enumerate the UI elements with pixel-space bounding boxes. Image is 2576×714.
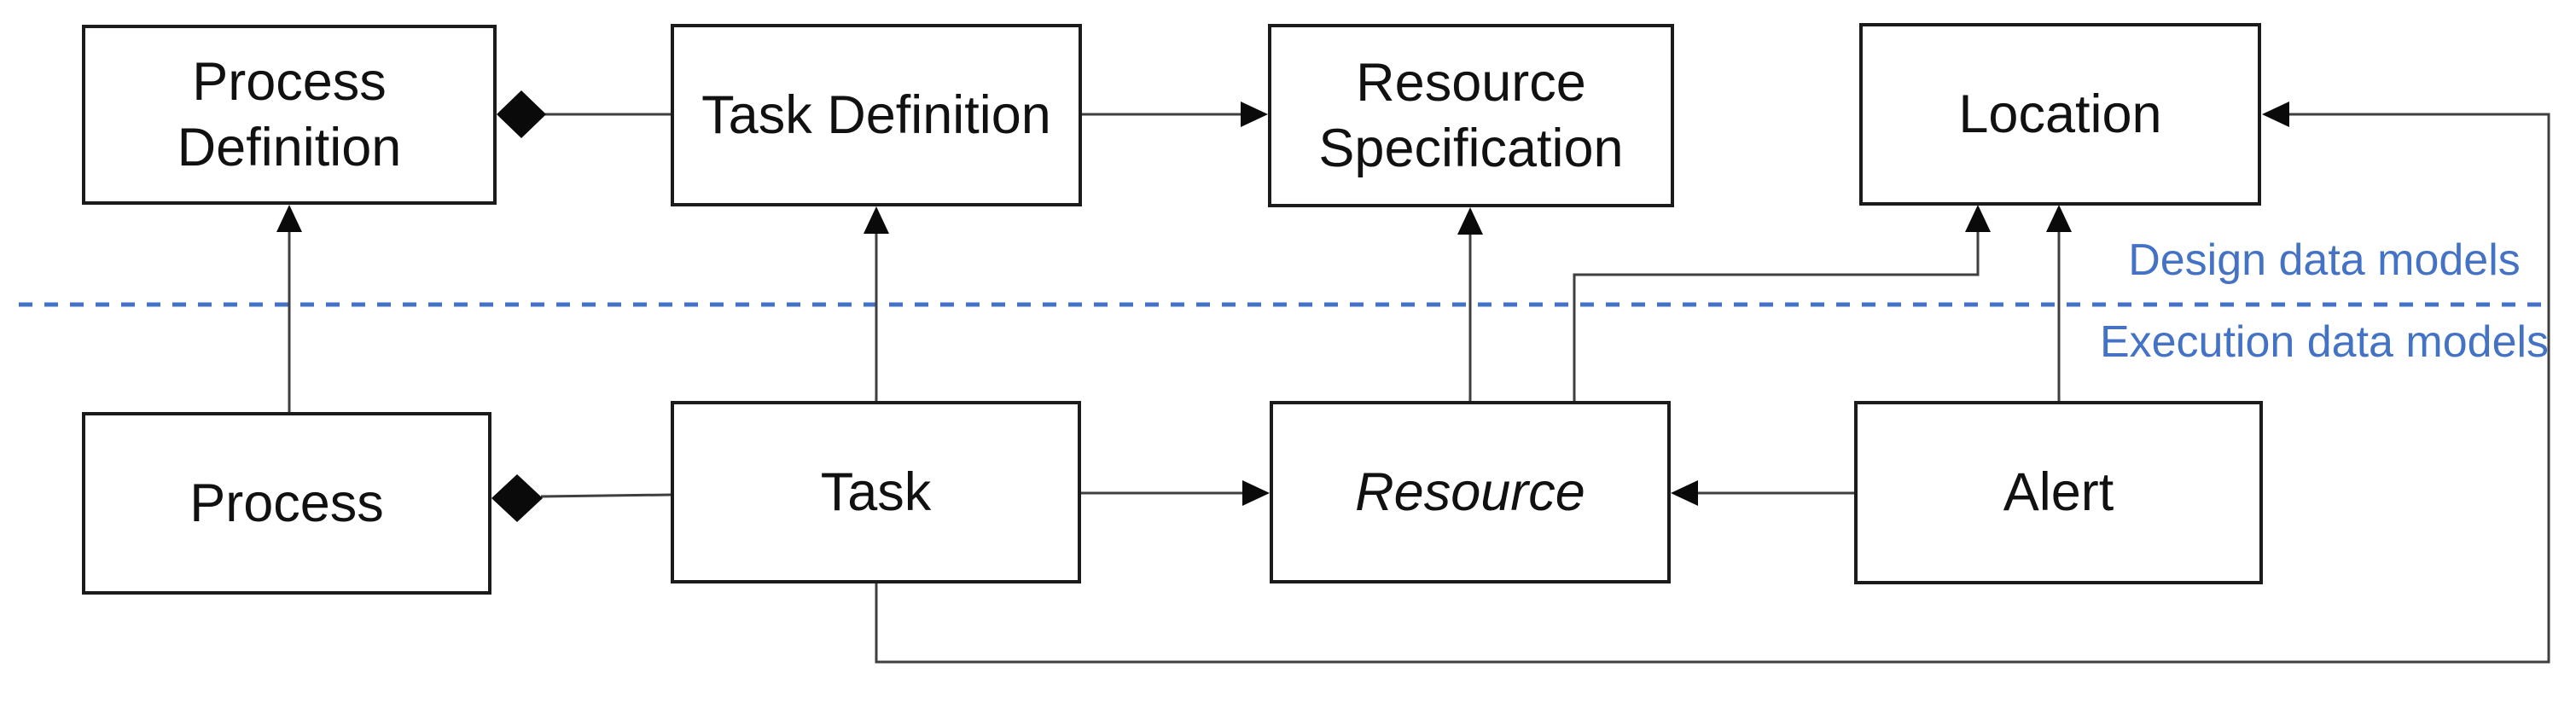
- node-process-definition: Process Definition: [82, 25, 497, 205]
- design-zone-label: Design data models: [2128, 235, 2521, 285]
- edge-task-to-process-aggregation: [491, 474, 672, 522]
- edge-task-definition-to-process-definition-aggregation: [497, 90, 671, 138]
- edge-task-to-location-loop: [875, 102, 2550, 664]
- execution-zone-label: Execution data models: [2099, 317, 2550, 367]
- edge-resource-to-resource-specification: [1457, 207, 1483, 401]
- edge-task-definition-to-resource-specification: [1082, 102, 1268, 127]
- node-location: Location: [1859, 23, 2261, 206]
- node-task-definition: Task Definition: [671, 24, 1082, 206]
- node-resource-specification: Resource Specification: [1268, 24, 1674, 207]
- edge-task-to-task-definition: [864, 206, 889, 401]
- edge-task-to-resource: [1081, 480, 1270, 506]
- node-alert: Alert: [1854, 401, 2263, 584]
- edge-alert-to-resource: [1671, 480, 1854, 506]
- node-process: Process: [82, 412, 491, 595]
- node-resource: Resource: [1270, 401, 1671, 583]
- edge-process-to-process-definition: [276, 205, 302, 412]
- node-task: Task: [671, 401, 1081, 583]
- edge-resource-to-location: [1573, 205, 1991, 401]
- edge-alert-to-location: [2046, 205, 2072, 401]
